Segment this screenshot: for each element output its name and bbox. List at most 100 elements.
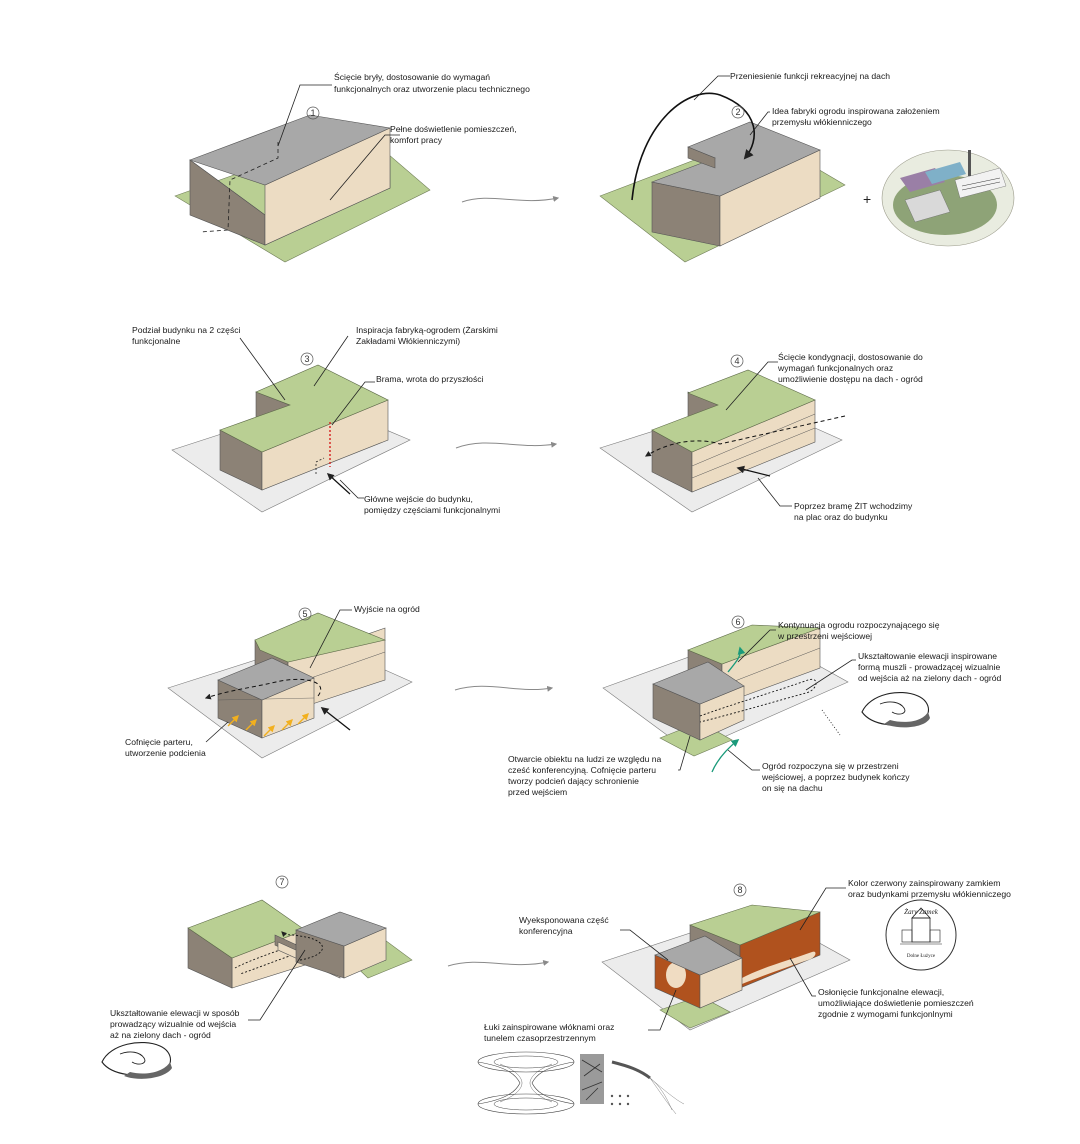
step-number-circle [731,105,745,119]
step-number: 8 [737,885,742,895]
shell-icon [861,692,930,728]
leader-line [727,749,760,771]
arch-opening [742,951,816,984]
leader-line [331,381,375,426]
entrance-outline [315,457,325,474]
annotation: Ścięcie kondygnacji, dostosowanie do [778,351,923,362]
factory-garden-illustration [881,149,1015,247]
green-roof [219,364,389,453]
step-number-circle [298,607,312,621]
leader-line [205,721,229,743]
step-number-circle [275,875,289,889]
leader-line [277,84,332,147]
annotation: przemysłu włókienniczego [772,117,872,127]
gate-entry-arrow [736,465,771,477]
annotation: Poprzez bramę ŻIT wchodzimy [794,501,913,511]
annotation: od wejścia aż na zielony dach - ogród [858,673,1002,683]
annotation: funkcjonalne [132,336,180,346]
annotation: oraz budynkami przemysłu włókienniczego [848,889,1011,899]
annotation: wymagań funkcjonalnych oraz [777,363,893,373]
leader-line [648,989,677,1031]
arch-opening [666,962,686,988]
step-number: 5 [302,609,307,619]
plus-sign: + [863,191,871,207]
shell-icon [101,1042,172,1079]
step-number-circle [731,615,745,629]
leader-line [749,111,770,136]
volume-roof [652,661,745,705]
green-roof [689,904,821,946]
step-4: 4 Ścięcie kondygnacji, dostosowanie do w… [599,351,923,522]
step-number: 3 [304,354,309,364]
step-number-circle [300,352,314,366]
floor-line [691,427,816,479]
transition-arrow-icon [447,960,550,967]
step-number-circle [733,883,747,897]
leader-line [799,887,846,931]
annotation: Kolor czerwony zainspirowany zamkiem [848,878,1000,888]
wormhole-sketch-icon [477,1051,575,1115]
volume-roof [217,657,315,701]
step-8: 8 Kolor czerwony zainspirowany zamkiem o… [477,878,1011,1115]
annotation: Ścięcie bryły, dostosowanie do wymagań [334,71,490,82]
annotation: Pełne doświetlenie pomieszczeń, [390,124,517,134]
annotation: umożliwiające doświetlenie pomieszczeń [818,998,974,1008]
leader-line [789,957,816,997]
leader-line [725,361,778,411]
dotted-line [821,709,841,736]
volume-roof [295,911,387,947]
annotation: Ukształtowanie elewacji w sposób [110,1008,240,1018]
transition-arrow-icon [454,685,554,692]
leader-line [313,335,349,387]
step-2: 2 Przeniesienie funkcji rekreacyjnej na … [599,71,1015,263]
step-number: 2 [735,107,740,117]
annotation: na plac oraz do budynku [794,512,888,522]
shell-facade-line [234,941,309,975]
green-roof [254,612,387,663]
annotation: prowadzący wizualnie od wejścia [110,1019,236,1029]
leader-line [309,609,352,669]
annotation: on się na dachu [762,783,823,793]
leader-line [620,929,669,961]
leader-line [737,629,776,663]
arcade-arrows [227,713,309,737]
access-path [644,415,846,457]
step-number: 4 [734,356,739,366]
annotation: Ogród rozpoczyna się w przestrzeni [762,761,899,771]
floor-line [217,697,315,701]
garden-arrow-bottom [711,739,740,773]
annotation: pomiędzy częściami funkcjonalnymi [364,505,500,515]
guiding-path [281,931,323,961]
entry-arrow [320,707,351,731]
step-6: 6 Kontynuacja ogrodu rozpoczynającego si… [508,615,1002,797]
annotation: Wyeksponowana część [519,915,609,925]
transition-arrow-icon [461,196,560,203]
transition-arrow-icon [455,441,558,449]
step-5: 5 Wyjście na ogród Cofnięcie parteru, ut… [125,604,420,759]
annotation: cześć konferencyjną. Cofnięcie parteru [508,765,656,775]
annotation: Osłonięcie funkcjonalne elewacji, [818,987,944,997]
leader-line [339,479,364,499]
floor-line [721,647,821,687]
green-roof [651,369,816,453]
annotation: zgodnie z wymogami funkcjonlnymi [818,1009,953,1019]
exit-path [204,678,322,700]
step-7: 7 Ukształtowanie elewacji w sposób prowa… [101,875,413,1079]
annotation: Podział budynku na 2 części [132,325,241,335]
entrance-arrow [326,473,351,495]
annotation: umożliwienie dostępu na dach - ogród [778,374,923,384]
step-1: 1 Ścięcie bryły, dostosowanie do wymagań… [174,71,530,263]
annotation: Inspiracja fabryką-ogrodem (Żarskimi [356,325,498,335]
annotation: Brama, wrota do przyszłości [376,374,484,384]
annotation: wejściowej, a poprzez budynek kończy [761,772,910,782]
green-roof [687,624,821,665]
annotation: przed wejściem [508,787,567,797]
fiber-sketch-icon [580,1054,685,1115]
annotation: Zakładami Włókienniczymi) [356,336,460,346]
annotation: aż na zielony dach - ogród [110,1030,211,1040]
leader-line [239,337,286,401]
annotation: Kontynuacja ogrodu rozpoczynającego się [778,620,940,630]
leader-line [693,75,730,101]
volume-roof [654,935,743,976]
